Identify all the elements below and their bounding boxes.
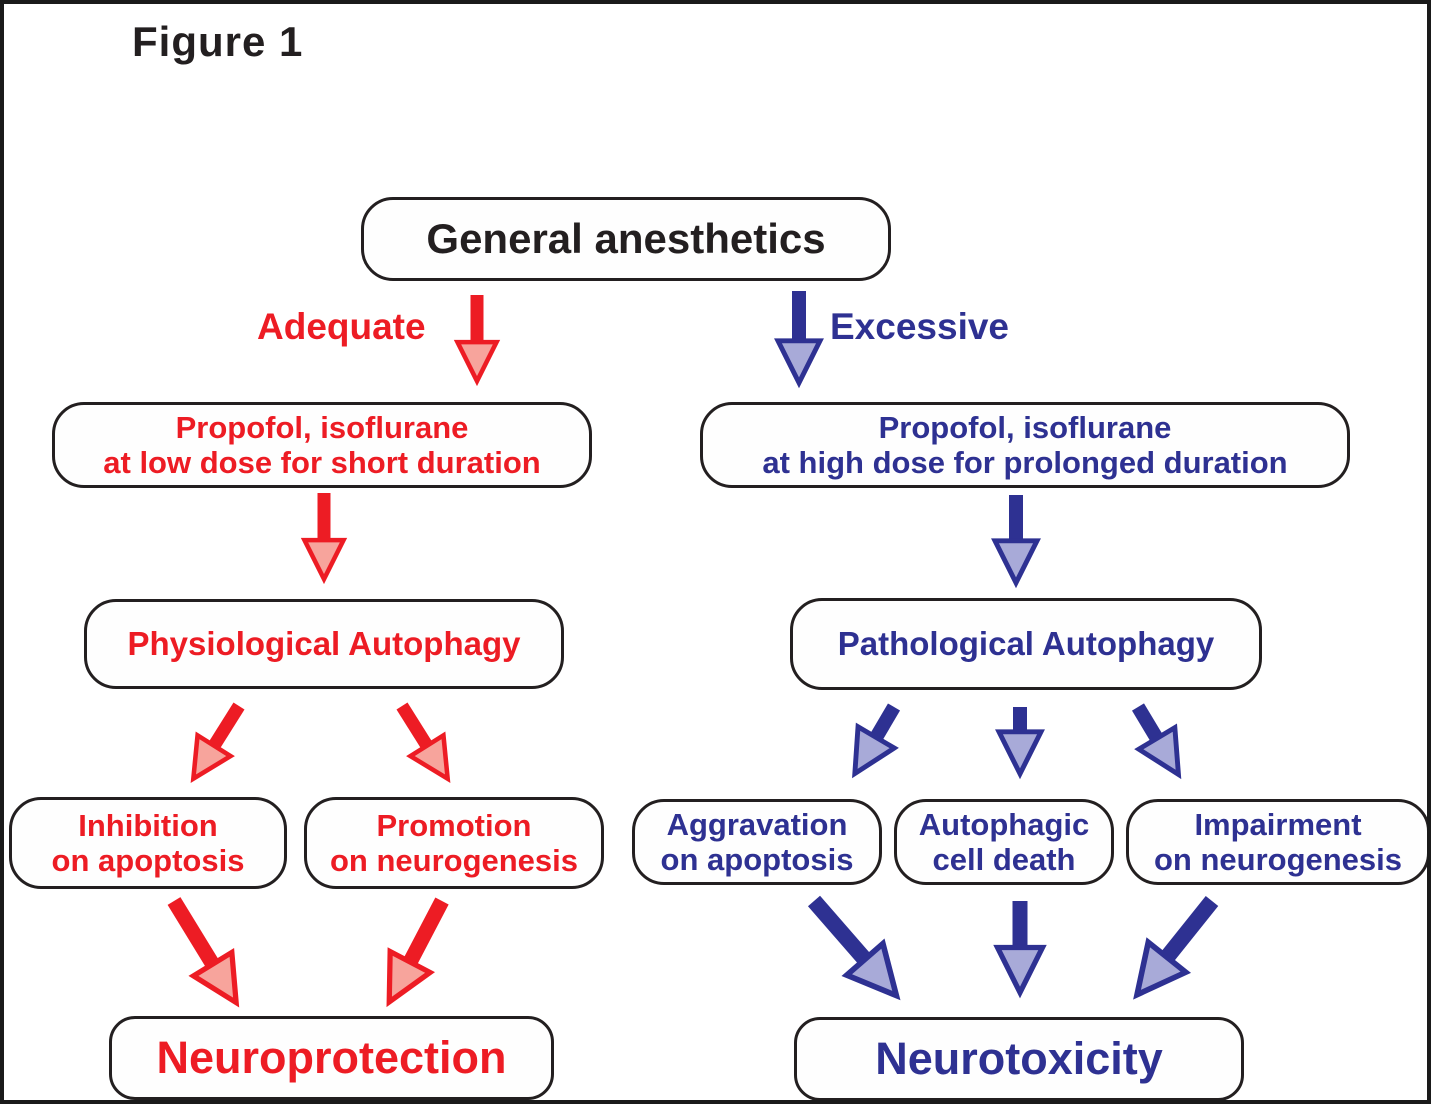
arrow-pathological-to-impairment <box>1131 703 1182 780</box>
node-neuroprotection: Neuroprotection <box>109 1016 554 1100</box>
node-promotion-neurogenesis: Promotion on neurogenesis <box>304 797 604 889</box>
arrow-physiological-to-promotion <box>396 702 451 784</box>
node-general-anesthetics: General anesthetics <box>361 197 891 281</box>
arrow-inhibition-to-neuroprotection <box>167 897 240 1008</box>
branch-label-excessive: Excessive <box>830 306 1010 347</box>
node-neurotoxicity: Neurotoxicity <box>794 1017 1244 1100</box>
node-inhibition-apoptosis: Inhibition on apoptosis <box>9 797 287 889</box>
arrow-aggravation-to-neurotoxicity <box>807 895 901 1001</box>
node-low-dose: Propofol, isoflurane at low dose for sho… <box>52 402 592 488</box>
figure-label: Figure 1 <box>132 18 304 65</box>
node-impairment-neurogenesis: Impairment on neurogenesis <box>1126 799 1427 885</box>
arrow-layer <box>167 291 1219 1008</box>
arrow-impairment-to-neurotoxicity <box>1133 896 1219 1000</box>
arrow-promotion-to-neuroprotection <box>386 897 449 1008</box>
node-autophagic-cell-death: Autophagic cell death <box>894 799 1114 885</box>
node-high-dose: Propofol, isoflurane at high dose for pr… <box>700 402 1350 488</box>
arrow-pathological-to-aggravation <box>852 703 901 779</box>
node-aggravation-apoptosis: Aggravation on apoptosis <box>632 799 882 885</box>
branch-label-adequate: Adequate <box>257 306 426 347</box>
node-physiological-autophagy: Physiological Autophagy <box>84 599 564 689</box>
node-pathological-autophagy: Pathological Autophagy <box>790 598 1262 690</box>
arrow-physiological-to-inhibition <box>190 702 245 784</box>
